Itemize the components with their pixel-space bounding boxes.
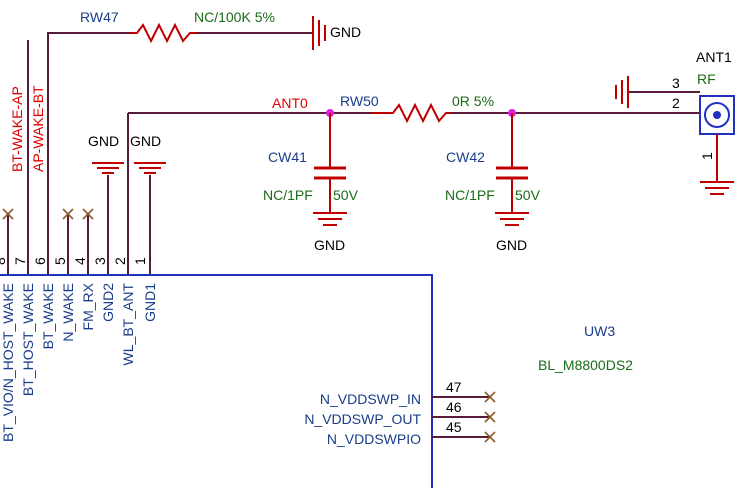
gnd-symbol-pin1: GND <box>130 133 166 174</box>
pin-number: 2 <box>112 257 128 265</box>
pin-number: 7 <box>12 257 28 265</box>
net-label-bt-wake-ap: BT-WAKE-AP <box>9 86 25 172</box>
cw42-ref: CW42 <box>446 149 485 165</box>
cw41-ref: CW41 <box>268 149 307 165</box>
gnd-symbol-cw41: GND <box>313 212 347 253</box>
chip-part: BL_M8800DS2 <box>538 357 633 373</box>
chip-ref: UW3 <box>584 323 615 339</box>
gnd-symbol-rw47: GND <box>312 16 361 50</box>
pin-name: FM_RX <box>80 282 96 330</box>
gnd-label-rw47: GND <box>330 24 361 40</box>
pin-number: 46 <box>446 399 462 415</box>
pin-name: GND1 <box>142 283 158 322</box>
pin-name: BT_VIO/N_HOST_WAKE <box>0 283 16 442</box>
pin-number: 8 <box>0 257 8 265</box>
cw41-value: NC/1PF <box>263 187 313 203</box>
cw42-capacitor[interactable]: CW42 NC/1PF 50V <box>445 113 541 213</box>
net-label-ap-wake-bt: AP-WAKE-BT <box>30 85 46 172</box>
gnd-symbol-ant1-shield <box>615 76 629 108</box>
cw41-voltage: 50V <box>333 187 359 203</box>
rw50-value: 0R 5% <box>452 93 494 109</box>
gnd-symbol-pin3: GND <box>88 133 124 174</box>
rw47-value: NC/100K 5% <box>194 9 275 25</box>
svg-text:GND: GND <box>88 133 119 149</box>
chip-top-pins: 8 7 6 5 4 3 2 1 BT_VIO/N_HOST_WAKE BT_HO… <box>0 257 158 442</box>
pin-number: 1 <box>132 257 148 265</box>
svg-text:BT-WAKE-AP: BT-WAKE-AP <box>9 86 25 172</box>
pin-name: N_VDDSWP_OUT <box>304 411 421 427</box>
rw47-ref: RW47 <box>80 9 119 25</box>
rw50-ref: RW50 <box>340 93 379 109</box>
cw42-voltage: 50V <box>515 187 541 203</box>
gnd-symbol-cw42: GND <box>495 212 529 253</box>
pin-name: GND2 <box>100 283 116 322</box>
pin-name: BT_WAKE <box>40 283 56 349</box>
ant1-ref: ANT1 <box>696 49 732 65</box>
pin-number: 4 <box>72 257 88 265</box>
ant1-rf: RF <box>697 71 716 87</box>
cw42-value: NC/1PF <box>445 187 495 203</box>
pin-number: 45 <box>446 419 462 435</box>
pin-number: 5 <box>52 257 68 265</box>
pin-name: N_VDDSWP_IN <box>320 391 421 407</box>
ant1-connector[interactable]: ANT1 RF 3 2 1 <box>628 49 735 182</box>
pin-number: 3 <box>92 257 108 265</box>
pin-number: 6 <box>32 257 48 265</box>
rw50-resistor[interactable]: RW50 0R 5% <box>340 93 494 124</box>
svg-text:GND: GND <box>130 133 161 149</box>
svg-text:AP-WAKE-BT: AP-WAKE-BT <box>30 85 46 172</box>
svg-text:GND: GND <box>496 237 527 253</box>
top-pin-stubs <box>7 113 151 275</box>
pin-number: 47 <box>446 379 462 395</box>
rw47-resistor[interactable]: RW47 NC/100K 5% <box>80 9 275 25</box>
ant1-pin1: 1 <box>699 152 715 160</box>
gnd-symbol-ant1-pin1 <box>700 181 734 195</box>
pin-name: WL_BT_ANT <box>120 283 136 366</box>
chip-right-pins: 47 46 45 N_VDDSWP_IN N_VDDSWP_OUT N_VDDS… <box>304 379 496 447</box>
net-label-ant0: ANT0 <box>272 95 308 111</box>
pin-name: N_WAKE <box>60 283 76 342</box>
pin-name: N_VDDSWPIO <box>327 431 421 447</box>
svg-text:GND: GND <box>314 237 345 253</box>
no-connect-marks-top <box>2 208 94 220</box>
pin-name: BT_HOST_WAKE <box>20 283 36 396</box>
rw47-branch <box>47 22 312 250</box>
ant1-pin2: 2 <box>672 95 680 111</box>
ant1-pin3: 3 <box>672 75 680 91</box>
cw41-capacitor[interactable]: CW41 NC/1PF 50V <box>263 113 359 213</box>
